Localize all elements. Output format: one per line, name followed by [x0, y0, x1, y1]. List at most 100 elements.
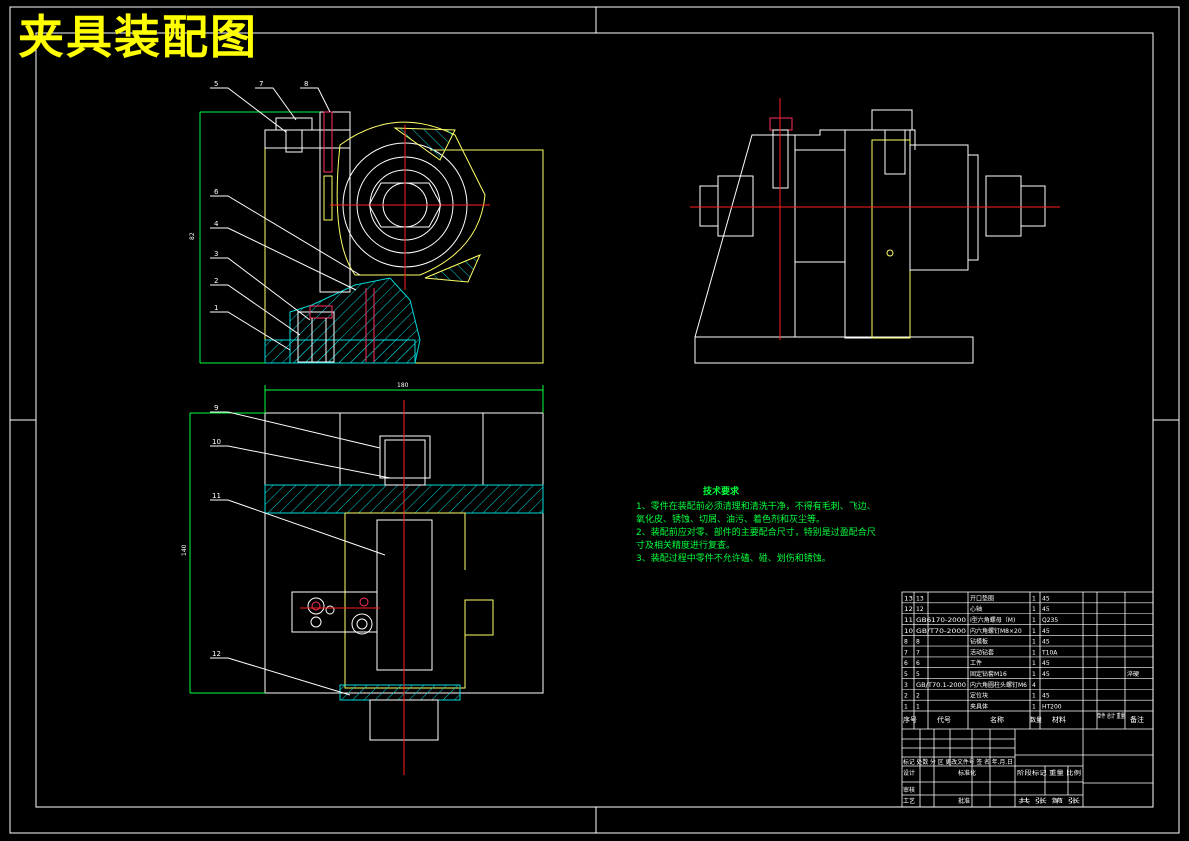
bom-cell-mat: 45 — [1042, 595, 1050, 602]
bom-cell-name: 工件 — [970, 659, 982, 667]
bom-cell-qty: 1 — [1032, 649, 1036, 656]
bom-cell-qty: 1 — [1032, 660, 1036, 667]
footer-process: 工艺 — [903, 797, 915, 805]
drawing-title: 夹具装配图 — [18, 10, 258, 64]
bom-cell-name: 钻模板 — [970, 638, 988, 646]
bom-cell-code: 6 — [916, 660, 920, 667]
title-block-grid — [901, 591, 1154, 808]
balloon-label: 12 — [212, 650, 221, 658]
bom-cell-note: 淬硬 — [1127, 670, 1139, 678]
tech-requirement-line: 2、装配前应对零、部件的主要配合尺寸，特别是过盈配合尺 — [636, 528, 876, 538]
bom-cell-no: 3 — [904, 682, 908, 689]
bom-cell-no: 5 — [904, 671, 908, 678]
tech-requirement-line: 3、装配过程中零件不允许磕、碰、划伤和锈蚀。 — [636, 554, 831, 564]
dimension-top-height: 82 — [189, 232, 196, 240]
balloon-label: 3 — [214, 250, 218, 258]
bom-cell-qty: 4 — [1032, 682, 1036, 689]
bom-cell-mat: 45 — [1042, 693, 1050, 700]
bom-cell-name: 内六角圆柱头螺钉M6 — [970, 681, 1027, 689]
front-view — [199, 111, 544, 364]
bom-cell-mat: 45 — [1042, 606, 1050, 613]
balloon-label: 11 — [212, 492, 221, 500]
balloon-label: 4 — [214, 220, 219, 228]
bom-cell-mat: 45 — [1042, 628, 1050, 635]
bom-cell-qty: 1 — [1032, 639, 1036, 646]
bom-cell-qty: 1 — [1032, 595, 1036, 602]
bom-header-qty: 数量 — [1030, 716, 1042, 724]
leader-lines — [210, 87, 391, 696]
bom-cell-no: 8 — [904, 639, 908, 646]
balloon-label: 1 — [214, 304, 218, 312]
tech-requirements-title: 技术要求 — [702, 487, 739, 497]
bom-cell-qty: 1 — [1032, 606, 1036, 613]
bom-cell-mat: 45 — [1042, 671, 1050, 678]
bom-cell-name: 定位块 — [970, 692, 988, 700]
bom-cell-code: GB/T70-2000 — [916, 628, 966, 635]
bom-cell-no: 13 — [904, 595, 913, 602]
bom-cell-no: 10 — [904, 628, 913, 635]
bom-cell-code: 2 — [916, 693, 920, 700]
bom-cell-code: 1 — [916, 704, 920, 711]
bom-cell-code: 13 — [916, 595, 924, 602]
balloon-label: 10 — [212, 438, 221, 446]
footer-approve: 批准 — [958, 797, 970, 805]
bom-cell-mat: 45 — [1042, 660, 1050, 667]
balloon-label: 9 — [214, 404, 218, 412]
bom-cell-qty: 1 — [1032, 693, 1036, 700]
bom-cell-code: 12 — [916, 606, 924, 613]
footer-standardization: 标准化 — [958, 769, 976, 777]
bom-header-seq: 序号 — [903, 715, 917, 724]
technical-requirements: 技术要求 1、零件在装配前必须清理和清洗干净，不得有毛刺、飞边、 氧化皮、锈蚀、… — [636, 486, 926, 566]
footer-change-row: 标记 处数 分 区 更改文件号 签 名 年.月.日 — [903, 758, 1013, 766]
part-balloons: 5 7 8 6 4 3 2 1 9 10 11 12 — [212, 80, 308, 658]
footer-sheet-count: 共 张 第 张 — [1018, 797, 1080, 805]
bom-cell-name: 内六角螺钉M8×20 — [970, 627, 1022, 635]
bom-header-note: 备注 — [1130, 715, 1144, 724]
bom-header: 序号 代号 名称 数量 材料 单件 总计 重量 备注 — [903, 712, 1144, 724]
bom-header-name: 名称 — [990, 715, 1004, 724]
tech-requirement-line: 寸及相关精度进行复查。 — [636, 541, 736, 551]
bom-cell-name: 固定钻套M16 — [970, 670, 1007, 678]
bom-cell-mat: HT200 — [1042, 704, 1062, 711]
footer-review: 审核 — [903, 786, 915, 794]
tech-requirement-line: 氧化皮、锈蚀、切屑、油污、着色剂和灰尘等。 — [636, 515, 826, 525]
bom-cell-name: 心轴 — [970, 605, 982, 613]
bom-cell-name: I型六角螺母（M) — [970, 616, 1015, 624]
bom-cell-code: GB6170-2000 — [916, 617, 966, 624]
bom-cell-name: 开口垫圈 — [970, 594, 994, 602]
bom-cell-qty: 1 — [1032, 671, 1036, 678]
bom-header-code: 代号 — [937, 715, 951, 724]
bom-cell-no: 6 — [904, 660, 908, 667]
top-view — [189, 385, 544, 775]
balloon-label: 2 — [214, 277, 218, 285]
balloon-label: 5 — [214, 80, 218, 88]
bom-cell-qty: 1 — [1032, 704, 1036, 711]
bom-cell-name: 活动钻套 — [970, 648, 994, 656]
bom-cell-mat: 45 — [1042, 639, 1050, 646]
bom-cell-mat: T10A — [1041, 649, 1058, 656]
bom-cell-code: 8 — [916, 639, 920, 646]
balloon-label: 6 — [214, 188, 219, 196]
bom-cell-no: 2 — [904, 693, 908, 700]
dimension-bottom-height: 140 — [181, 544, 188, 556]
bom-cell-name: 夹具体 — [970, 703, 988, 711]
bom-cell-no: 11 — [904, 617, 913, 624]
bom-cell-no: 12 — [904, 606, 913, 613]
bom-cell-qty: 1 — [1032, 628, 1036, 635]
title-block-footer: 标记 处数 分 区 更改文件号 签 名 年.月.日 设计 标准化 阶段标记 重量… — [903, 758, 1081, 805]
bom-header-material: 材料 — [1052, 715, 1066, 724]
footer-stage-weight-scale: 阶段标记 重量 比例 — [1017, 769, 1081, 777]
balloon-label: 8 — [304, 80, 308, 88]
bom-cell-no: 1 — [904, 704, 908, 711]
bom-cell-qty: 1 — [1032, 617, 1036, 624]
bom-cell-mat: Q235 — [1042, 617, 1058, 624]
bom-cell-no: 7 — [904, 649, 908, 656]
bom-header-weight: 单件 总计 重量 — [1097, 712, 1125, 720]
side-view — [690, 98, 1060, 364]
bom-cell-code: GB/T70.1-2000 — [916, 682, 966, 689]
dimension-bottom-width: 180 — [397, 382, 409, 389]
sheet-frame — [9, 6, 1180, 834]
tech-requirement-line: 1、零件在装配前必须清理和清洗干净，不得有毛刺、飞边、 — [636, 502, 876, 512]
